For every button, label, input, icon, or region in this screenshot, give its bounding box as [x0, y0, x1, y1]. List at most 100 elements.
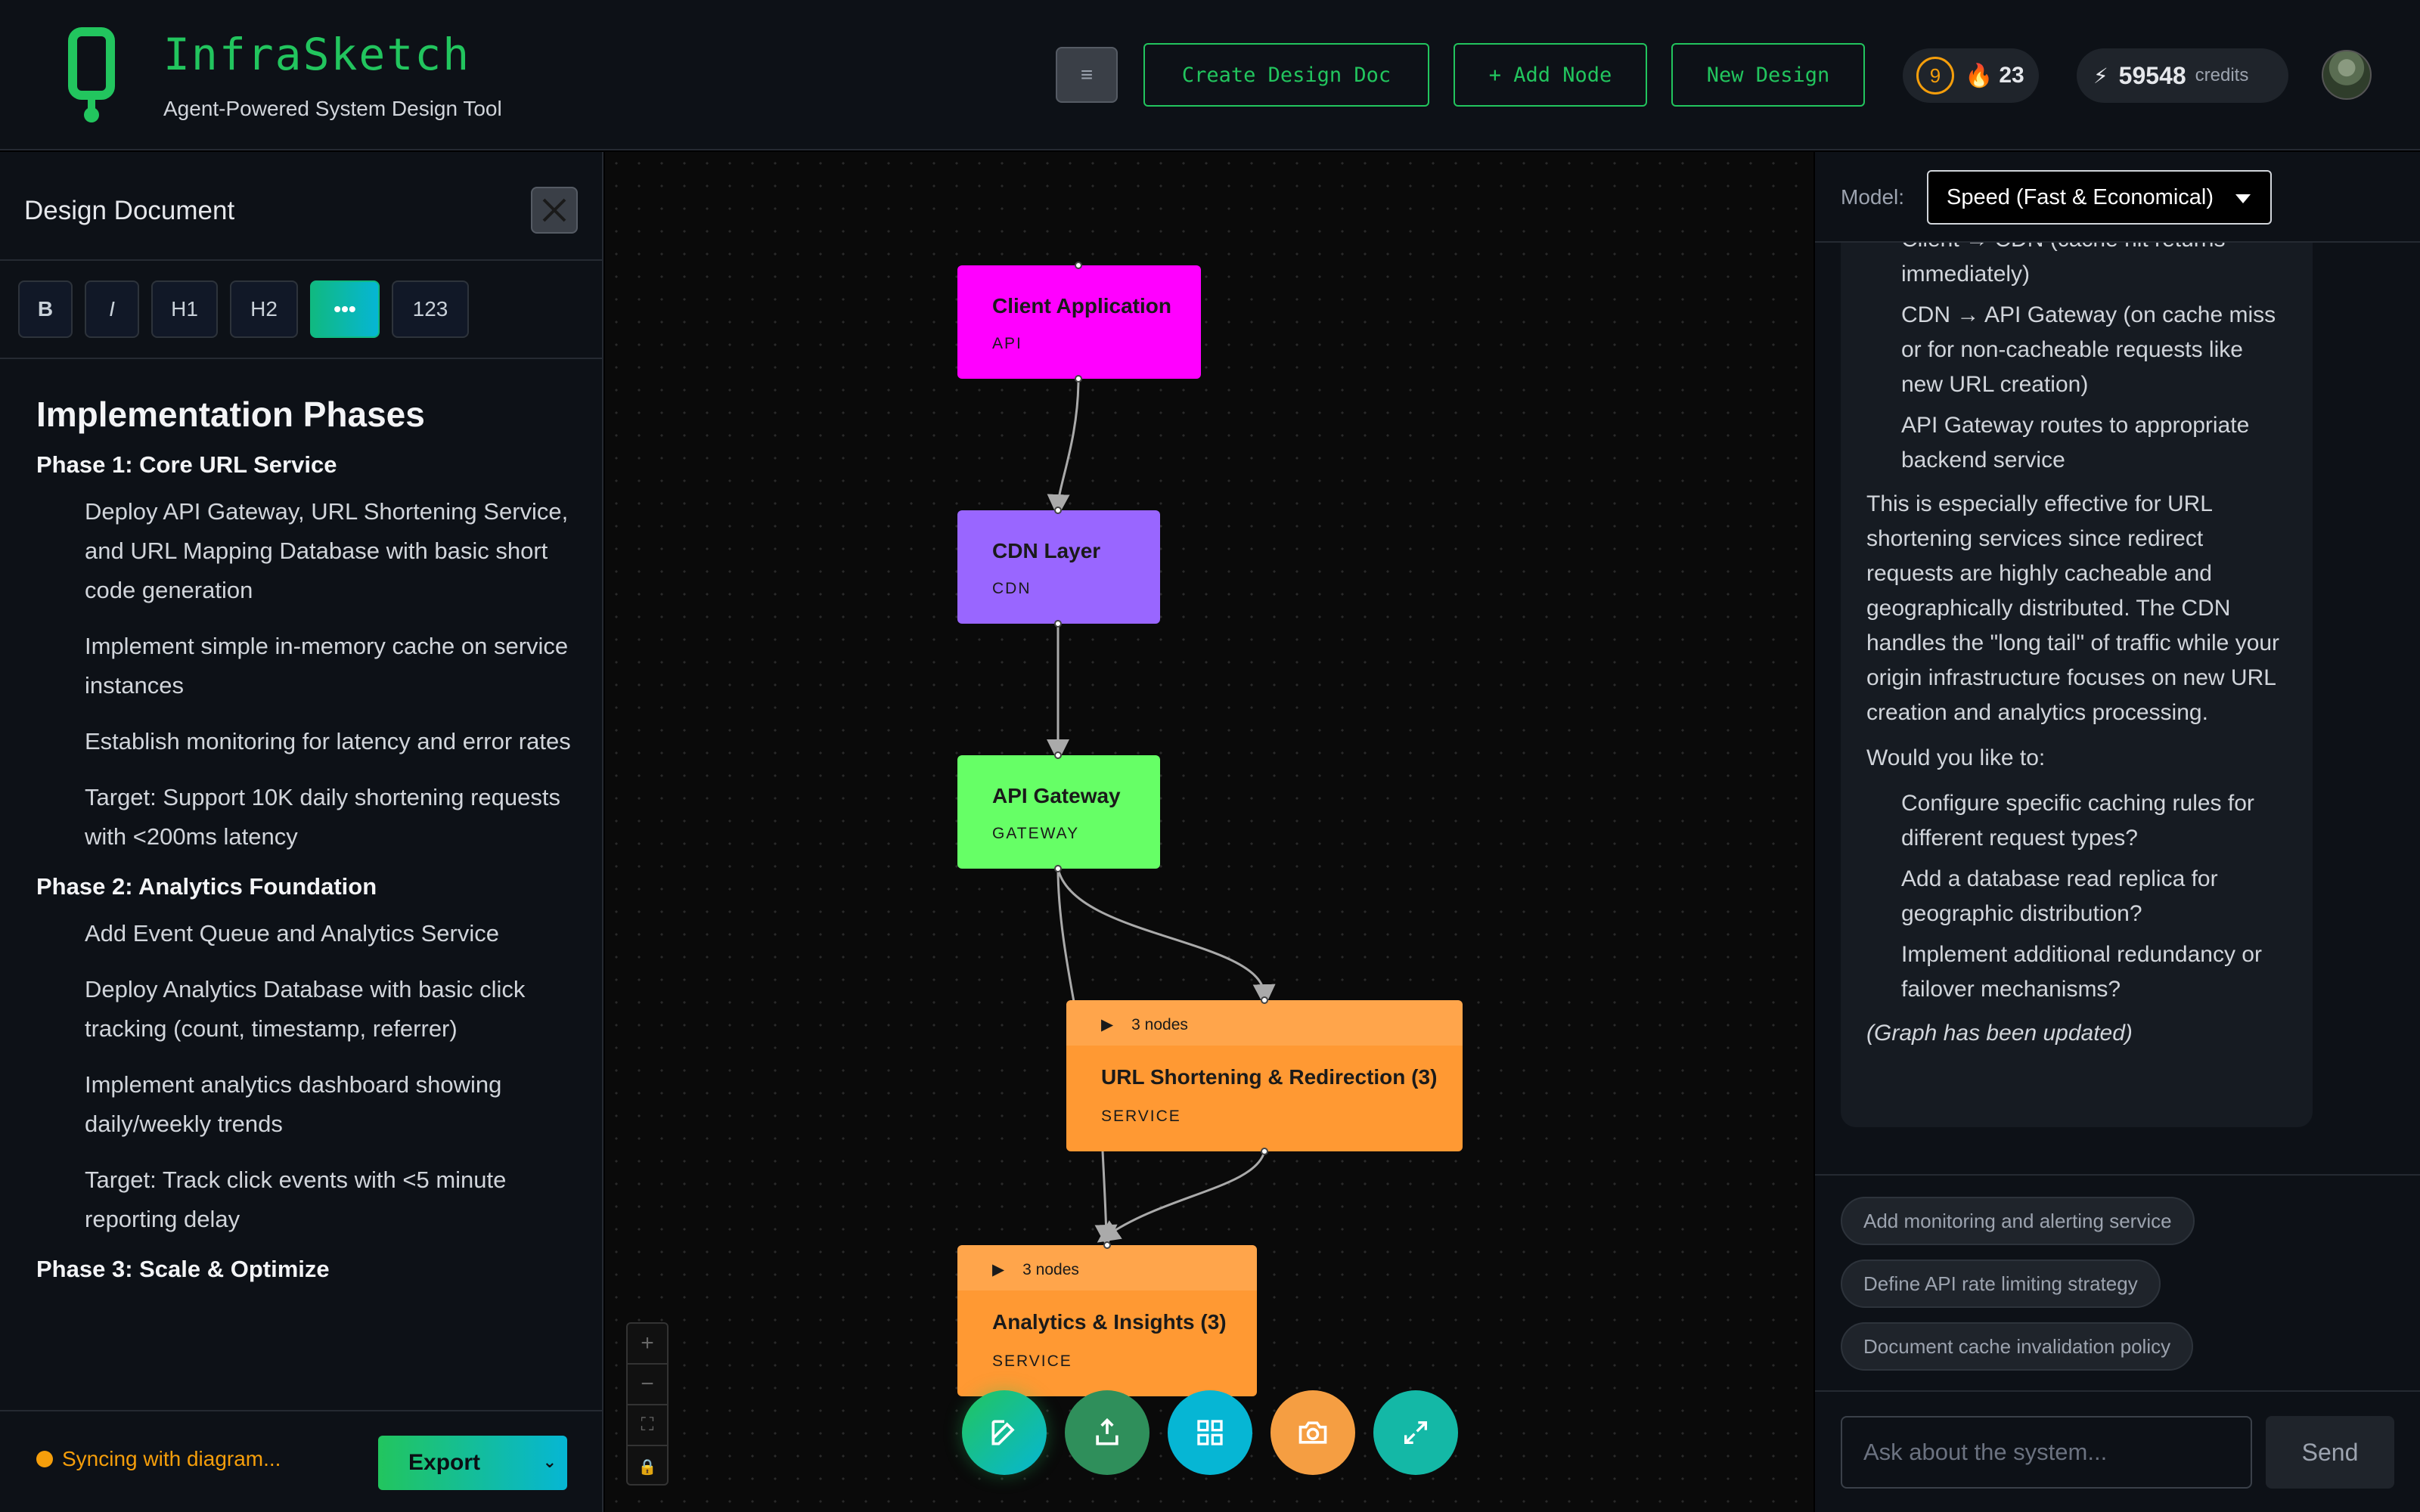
node-title: Client Application	[992, 294, 1171, 318]
node-bg	[957, 755, 1160, 869]
suggestion-chip[interactable]: Document cache invalidation policy	[1841, 1322, 2194, 1371]
edge-client-cdn	[1047, 378, 1080, 517]
credits-badge[interactable]: ⚡ 59548 credits	[2077, 48, 2288, 103]
assistant-message: Client → CDN (cache hit returns immediat…	[1841, 243, 2313, 1127]
send-button[interactable]: Send	[2266, 1416, 2394, 1489]
close-icon	[542, 198, 566, 222]
lock-button[interactable]: 🔒	[638, 1458, 657, 1476]
credits-value: 59548	[2118, 61, 2186, 89]
lightning-icon: ⚡	[2093, 64, 2108, 88]
node-kind: CDN	[992, 580, 1032, 597]
node-port[interactable]	[1261, 1148, 1268, 1155]
list-item: Target: Support 10K daily shortening req…	[85, 784, 560, 850]
group-count: ▶3 nodes	[992, 1261, 1079, 1278]
chat-input[interactable]: Ask about the system...	[1841, 1416, 2252, 1489]
node-title: Analytics & Insights (3)	[992, 1310, 1227, 1334]
menu-button[interactable]: ≡	[1056, 47, 1118, 103]
logo-icon	[68, 27, 115, 122]
group-count: ▶3 nodes	[1101, 1016, 1188, 1033]
chevron-down-icon	[2235, 194, 2251, 203]
node-kind: API	[992, 335, 1022, 352]
suggestion-chip[interactable]: Add monitoring and alerting service	[1841, 1197, 2195, 1245]
list-item: Add Event Queue and Analytics Service	[85, 920, 499, 947]
app-title: InfraSketch	[163, 29, 471, 80]
diagram-canvas[interactable]: Client Application API CDN Layer CDN API…	[605, 152, 1813, 1512]
camera-icon	[1298, 1421, 1327, 1444]
export-button[interactable]: Export ⌄	[378, 1436, 567, 1490]
node-port[interactable]	[1075, 262, 1082, 269]
node-port[interactable]	[1054, 865, 1062, 872]
document-content[interactable]: Implementation Phases Phase 1: Core URL …	[36, 394, 581, 1407]
chevron-down-icon: ⌄	[542, 1452, 557, 1471]
list-item: Establish monitoring for latency and err…	[85, 728, 571, 754]
hamburger-icon: ≡	[1080, 63, 1094, 86]
message-paragraph: Would you like to:	[1866, 745, 2046, 770]
bullet-list-button[interactable]: •••	[310, 280, 380, 338]
streak-count: 23	[1999, 63, 2024, 88]
bold-button[interactable]: B	[18, 280, 73, 338]
node-port[interactable]	[1054, 507, 1062, 514]
level-badge: 9	[1916, 57, 1954, 94]
list-item: Add a database read replica for geograph…	[1901, 866, 2218, 926]
node-port[interactable]	[1075, 375, 1082, 383]
node-kind: SERVICE	[1101, 1108, 1181, 1125]
phase-heading: Phase 1: Core URL Service	[36, 451, 337, 478]
edit-button[interactable]	[962, 1390, 1047, 1475]
fire-icon: 🔥	[1965, 63, 1993, 88]
node-api-gateway[interactable]: API Gateway GATEWAY	[957, 755, 1160, 869]
chat-panel: Model: Speed (Fast & Economical) Client …	[1815, 152, 2420, 1512]
new-design-button[interactable]: New Design	[1671, 43, 1865, 107]
node-port[interactable]	[1103, 1241, 1111, 1249]
layout-button[interactable]	[1065, 1390, 1150, 1475]
group-header[interactable]	[957, 1245, 1257, 1290]
create-design-doc-button[interactable]: Create Design Doc	[1143, 43, 1429, 107]
grid-button[interactable]	[1168, 1390, 1252, 1475]
edge-gateway-analytics-lower	[1094, 1151, 1118, 1247]
node-kind: SERVICE	[992, 1352, 1072, 1370]
app-tagline: Agent-Powered System Design Tool	[163, 97, 502, 120]
divider	[0, 1410, 603, 1411]
fit-view-button[interactable]: ⛶	[628, 1405, 667, 1446]
node-analytics-group[interactable]: ▶3 nodes Analytics & Insights (3) SERVIC…	[957, 1245, 1257, 1396]
node-port[interactable]	[1054, 751, 1062, 759]
level-streak-badge[interactable]: 9 🔥 23	[1903, 48, 2039, 103]
node-url-shortening-group[interactable]: ▶3 nodes URL Shortening & Redirection (3…	[1066, 1000, 1463, 1151]
fullscreen-button[interactable]	[1373, 1390, 1458, 1475]
node-port[interactable]	[1261, 996, 1268, 1004]
edge-layer	[1047, 378, 1276, 1247]
close-button[interactable]	[531, 187, 578, 234]
node-cdn-layer[interactable]: CDN Layer CDN	[957, 510, 1160, 624]
app-header: InfraSketch Agent-Powered System Design …	[0, 0, 2420, 150]
sync-status: Syncing with diagram...	[36, 1447, 281, 1471]
graph-updated-note: (Graph has been updated)	[1866, 1021, 2133, 1046]
italic-button[interactable]: I	[85, 280, 139, 338]
divider	[1815, 241, 2420, 243]
numbered-list-button[interactable]: 123	[392, 280, 469, 338]
list-item: Configure specific caching rules for dif…	[1901, 791, 2254, 850]
avatar[interactable]	[2322, 50, 2372, 100]
edge-gateway-analytics	[1056, 868, 1075, 1002]
node-title: CDN Layer	[992, 539, 1101, 562]
node-title: API Gateway	[992, 784, 1121, 807]
group-header[interactable]	[1066, 1000, 1463, 1046]
suggestion-chip[interactable]: Define API rate limiting strategy	[1841, 1259, 2161, 1308]
add-node-button[interactable]: + Add Node	[1454, 43, 1647, 107]
edit-icon	[991, 1420, 1015, 1445]
list-item: Implement additional redundancy or failo…	[1901, 942, 2262, 1002]
status-dot-icon	[36, 1451, 53, 1467]
divider	[0, 259, 603, 261]
list-item: Deploy API Gateway, URL Shortening Servi…	[85, 498, 569, 603]
h1-button[interactable]: H1	[151, 280, 218, 338]
h2-button[interactable]: H2	[230, 280, 298, 338]
list-item: Implement simple in-memory cache on serv…	[85, 633, 569, 699]
zoom-in-button[interactable]: +	[628, 1324, 667, 1365]
model-select[interactable]: Speed (Fast & Economical)	[1927, 170, 2272, 225]
node-port[interactable]	[1054, 620, 1062, 627]
node-bg	[957, 265, 1201, 379]
zoom-out-button[interactable]: −	[628, 1365, 667, 1405]
screenshot-button[interactable]	[1270, 1390, 1355, 1475]
node-client-application[interactable]: Client Application API	[957, 265, 1201, 379]
zoom-controls: + − ⛶ 🔒	[626, 1322, 669, 1486]
list-item: Implement analytics dashboard showing da…	[85, 1071, 502, 1137]
message-paragraph: This is especially effective for URL sho…	[1866, 491, 2280, 725]
